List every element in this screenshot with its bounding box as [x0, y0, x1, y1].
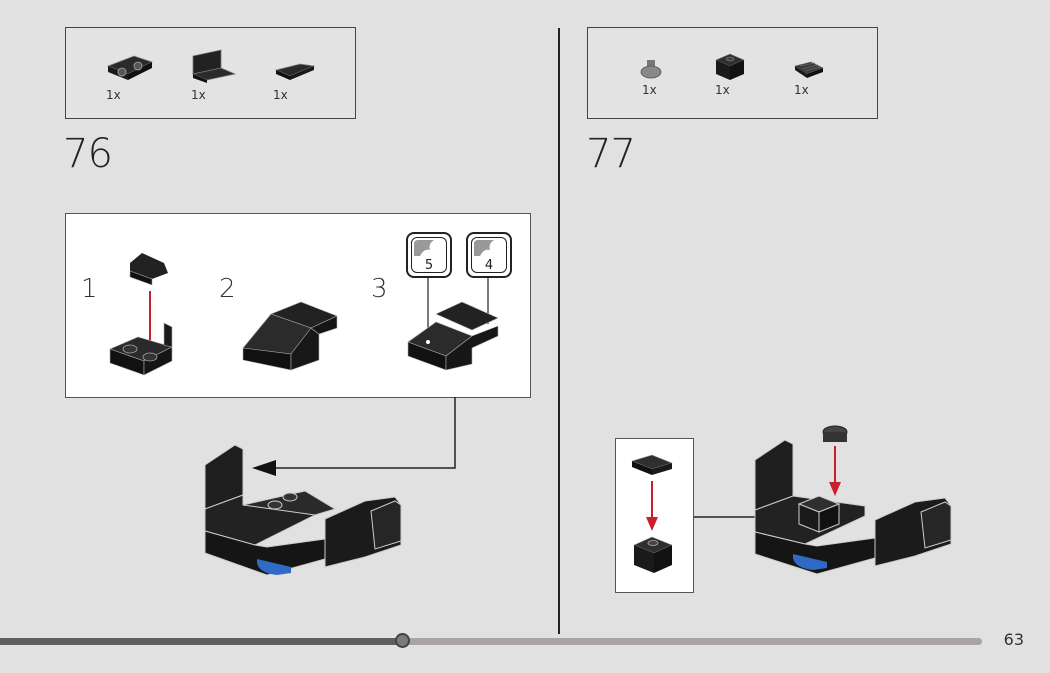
page-number: 63 — [1003, 630, 1024, 649]
step-76-model-illustration — [204, 444, 402, 576]
substep-3-illustration — [407, 278, 499, 371]
sticker-callout-5: 5 — [406, 232, 452, 278]
substep-number: 3 — [371, 274, 388, 304]
callout-connector-arrow — [252, 397, 456, 476]
progress-slider-handle[interactable] — [395, 633, 410, 648]
sticker-frame — [471, 237, 507, 273]
sticker-frame — [411, 237, 447, 273]
sticker-number: 5 — [424, 258, 434, 273]
part-qty: 1x — [794, 83, 809, 97]
part-qty: 1x — [106, 88, 121, 102]
parts-list-step-77: 1x 1x 1x — [587, 27, 878, 119]
step-number: 76 — [63, 131, 113, 177]
panel-piece-icon — [191, 49, 237, 83]
page-divider — [558, 28, 560, 634]
sticker-icon — [474, 240, 494, 256]
subassembly-callout — [615, 438, 694, 593]
progress-fill — [0, 638, 403, 645]
progress-track[interactable] — [0, 638, 982, 645]
substep-1-illustration — [109, 253, 173, 376]
sticker-icon — [414, 240, 434, 256]
wedge-tile-icon — [274, 63, 316, 80]
step-number: 77 — [586, 131, 636, 177]
grille-tile-piece-icon — [794, 61, 824, 78]
part-qty: 1x — [715, 83, 730, 97]
brick-1x1-piece-icon — [715, 53, 745, 80]
round-cone-piece-icon — [640, 60, 662, 79]
substep-number: 1 — [81, 274, 98, 304]
bracket-piece-icon — [106, 55, 154, 80]
substep-callout: 1 2 3 5 4 — [65, 213, 531, 398]
subassembly-illustration — [631, 454, 673, 573]
step-77-model-illustration — [754, 425, 952, 575]
part-qty: 1x — [191, 88, 206, 102]
sticker-number: 4 — [484, 258, 494, 273]
substep-2-illustration — [242, 301, 338, 371]
parts-list-step-76: 1x 1x 1x — [65, 27, 356, 119]
part-qty: 1x — [642, 83, 657, 97]
substep-number: 2 — [219, 274, 236, 304]
part-qty: 1x — [273, 88, 288, 102]
sticker-callout-4: 4 — [466, 232, 512, 278]
